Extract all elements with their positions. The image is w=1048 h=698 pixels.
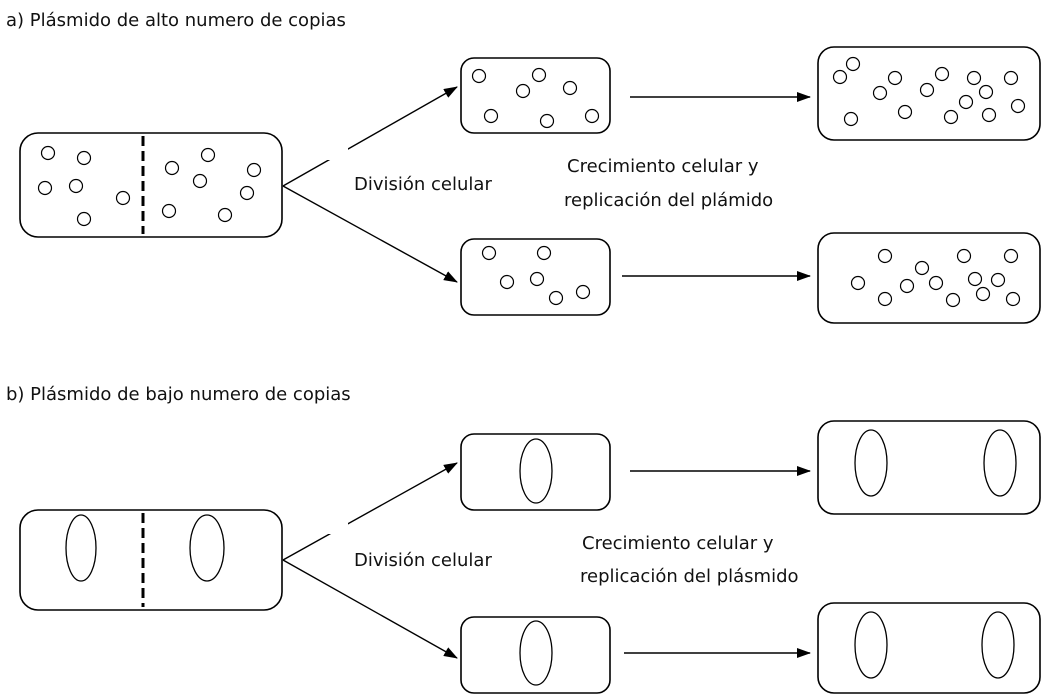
plasmid — [887, 70, 903, 86]
plasmid — [76, 211, 92, 227]
plasmid — [499, 274, 515, 290]
plasmid — [1010, 98, 1026, 114]
plasmid — [967, 271, 983, 287]
grown-cell-bottom-high — [817, 232, 1041, 324]
plasmid — [945, 292, 961, 308]
plasmid — [246, 162, 262, 178]
plasmid — [531, 67, 547, 83]
plasmid — [471, 68, 487, 84]
growth-label-line2-high: replicación del plámido — [564, 190, 773, 211]
plasmid — [981, 107, 997, 123]
plasmid — [958, 94, 974, 110]
plasmid — [899, 278, 915, 294]
plasmid — [539, 113, 555, 129]
plasmid — [975, 286, 991, 302]
plasmid — [76, 150, 92, 166]
plasmid — [934, 66, 950, 82]
parent-cell-high — [19, 132, 283, 238]
plasmid — [983, 429, 1017, 497]
plasmid — [40, 145, 56, 161]
plasmid — [192, 173, 208, 189]
label-gap — [326, 512, 348, 534]
plasmid — [161, 203, 177, 219]
plasmid — [164, 160, 180, 176]
plasmid — [832, 69, 848, 85]
division-label-high: División celular — [354, 174, 492, 195]
section-a-title: a) Plásmido de alto numero de copias — [6, 10, 346, 31]
section-b-diagram: División celular Crecimiento celular y r… — [19, 420, 1041, 694]
plasmid — [65, 514, 97, 582]
plasmid — [37, 180, 53, 196]
plasmid — [239, 185, 255, 201]
parent-cell-low — [19, 509, 283, 611]
plasmid — [981, 611, 1015, 679]
plasmid — [189, 514, 225, 582]
section-b-title: b) Plásmido de bajo numero de copias — [6, 384, 351, 405]
plasmid — [978, 84, 994, 100]
division-arrow-up-high — [282, 86, 458, 187]
plasmid — [850, 275, 866, 291]
plasmid — [575, 284, 591, 300]
plasmid — [943, 109, 959, 125]
plasmid — [966, 70, 982, 86]
plasmid — [990, 272, 1006, 288]
plasmid — [584, 108, 600, 124]
plasmid — [1003, 70, 1019, 86]
plasmid — [536, 245, 552, 261]
plasmid — [872, 85, 888, 101]
growth-label-line1-low: Crecimiento celular y — [582, 533, 774, 554]
plasmid — [68, 178, 84, 194]
plasmid — [217, 207, 233, 223]
plasmid — [519, 438, 553, 504]
daughter-top-plasmids-high — [471, 67, 600, 129]
plasmid — [897, 104, 913, 120]
growth-label-line1-high: Crecimiento celular y — [567, 156, 759, 177]
plasmid — [115, 190, 131, 206]
plasmid — [519, 620, 553, 686]
plasmid — [914, 260, 930, 276]
plasmid — [562, 80, 578, 96]
division-arrow-down-high — [282, 185, 458, 283]
plasmid — [854, 611, 888, 679]
division-arrow-down-low — [282, 559, 458, 659]
growth-label-line2-low: replicación del plásmido — [580, 566, 799, 587]
plasmid — [877, 248, 893, 264]
plasmid — [1005, 291, 1021, 307]
plasmid — [200, 147, 216, 163]
plasmid — [956, 248, 972, 264]
plasmid — [548, 290, 564, 306]
daughter-cell-top-high — [460, 57, 611, 134]
plasmid — [854, 429, 888, 497]
grown-top-plasmids-high — [832, 56, 1026, 127]
plasmid — [481, 245, 497, 261]
grown-bottom-plasmids-high — [850, 248, 1021, 308]
plasmid — [483, 108, 499, 124]
plasmid — [1003, 248, 1019, 264]
plasmid — [928, 275, 944, 291]
daughter-bottom-plasmids-high — [481, 245, 591, 306]
section-a-diagram: División celular Crecimiento celular y r… — [19, 46, 1041, 324]
plasmid — [877, 291, 893, 307]
plasmid — [845, 56, 861, 72]
label-gap — [326, 138, 348, 160]
plasmid — [529, 271, 545, 287]
plasmid — [843, 111, 859, 127]
plasmid — [919, 82, 935, 98]
plasmid — [515, 83, 531, 99]
division-arrow-up-low — [282, 462, 458, 561]
division-label-low: División celular — [354, 550, 492, 571]
parent-plasmids-high — [37, 145, 262, 227]
